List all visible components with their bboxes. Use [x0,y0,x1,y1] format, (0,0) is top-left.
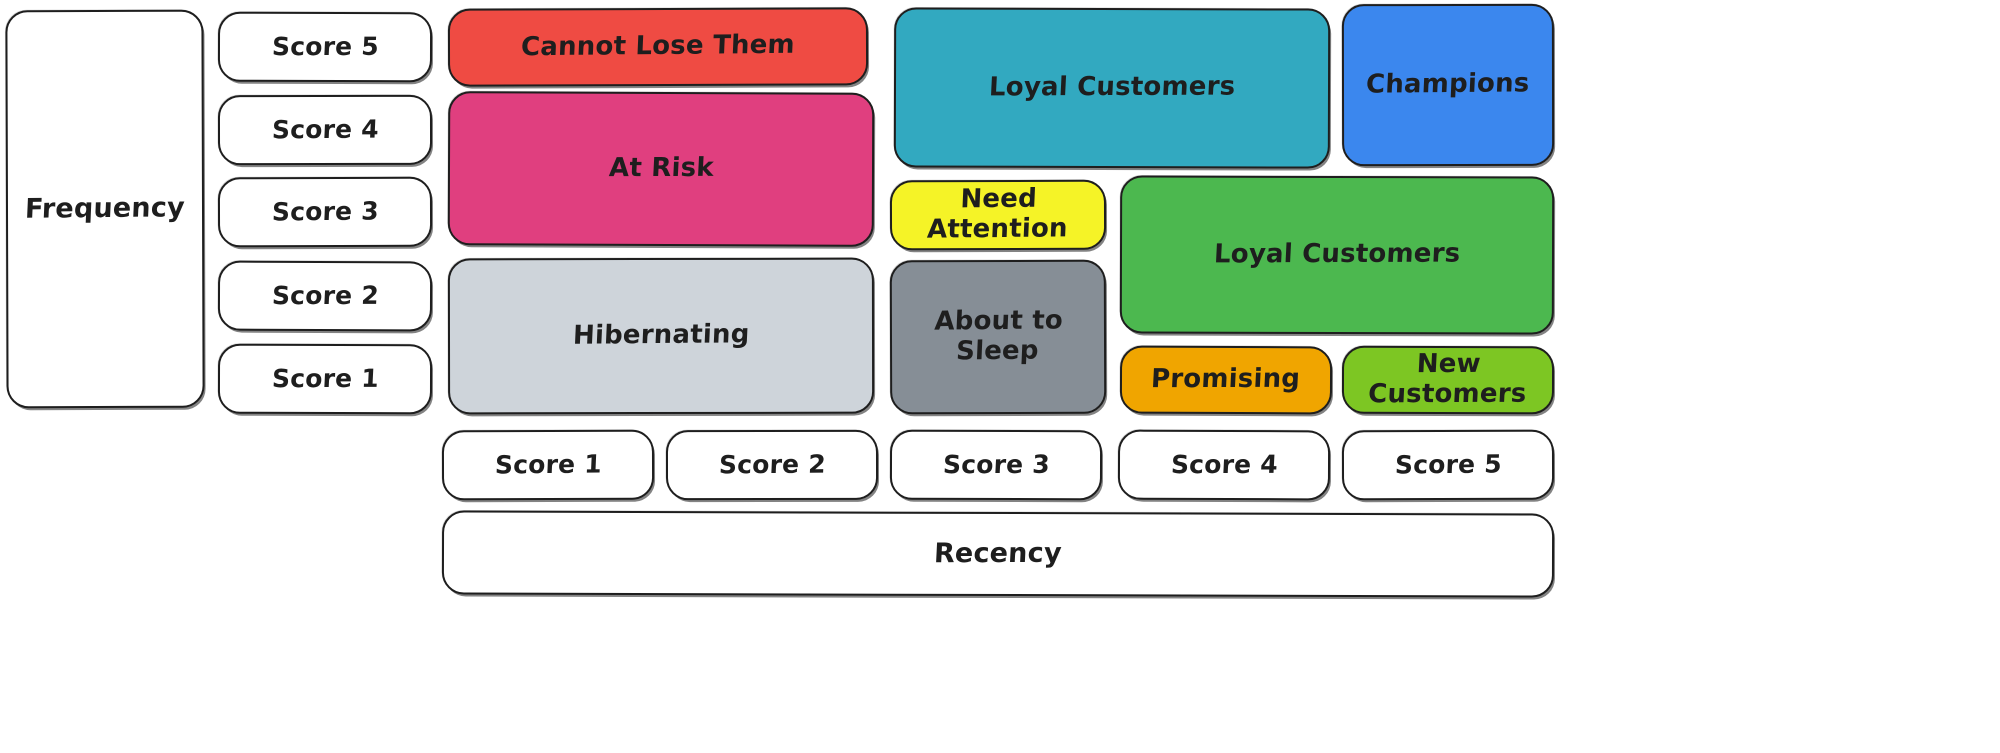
recency-axis-label: Recency [441,510,1555,598]
recency-score-3: Score 3 [889,429,1103,501]
frequency-score-5: Score 5 [217,11,433,83]
recency-axis-text: Recency [933,538,1063,570]
segment-need-attention[interactable]: Need Attention [889,179,1107,251]
recency-score-2-label: Score 2 [717,449,827,480]
recency-score-4: Score 4 [1117,429,1331,501]
segment-cannot-lose-them[interactable]: Cannot Lose Them [447,7,869,87]
segment-champions-label: Champions [1365,68,1531,100]
recency-score-3-label: Score 3 [941,449,1051,479]
segment-about-to-sleep-label: About to Sleep [933,305,1064,367]
segment-need-attention-label: Need Attention [926,183,1069,245]
frequency-axis-text: Frequency [24,192,186,226]
frequency-score-2: Score 2 [217,260,433,332]
segment-hibernating[interactable]: Hibernating [447,257,875,415]
segment-at-risk[interactable]: At Risk [447,91,875,247]
frequency-axis-label: Frequency [5,9,205,409]
segment-new-customers[interactable]: New Customers [1341,345,1555,415]
segment-loyal-customers-green[interactable]: Loyal Customers [1119,175,1555,335]
frequency-score-2-label: Score 2 [270,280,380,310]
segment-about-to-sleep[interactable]: About to Sleep [889,259,1107,415]
recency-score-5-label: Score 5 [1393,449,1503,480]
segment-loyal-customers-green-label: Loyal Customers [1213,238,1461,270]
segment-at-risk-label: At Risk [607,152,715,184]
segment-cannot-lose-them-label: Cannot Lose Them [520,29,796,63]
segment-champions[interactable]: Champions [1341,3,1555,167]
segment-promising-label: Promising [1150,363,1302,395]
segment-loyal-customers-teal-label: Loyal Customers [988,71,1236,103]
frequency-score-4: Score 4 [217,94,433,166]
segment-promising[interactable]: Promising [1119,345,1333,415]
segment-loyal-customers-teal[interactable]: Loyal Customers [893,7,1331,169]
recency-score-1: Score 1 [441,429,655,501]
recency-score-5: Score 5 [1341,429,1555,501]
frequency-score-3-label: Score 3 [270,196,380,227]
frequency-score-4-label: Score 4 [270,114,380,145]
segment-hibernating-label: Hibernating [572,319,750,351]
frequency-score-1-label: Score 1 [270,363,380,393]
recency-score-2: Score 2 [665,429,879,501]
recency-score-4-label: Score 4 [1169,449,1279,479]
frequency-score-3: Score 3 [217,176,433,248]
recency-score-1-label: Score 1 [493,449,603,480]
segment-new-customers-label: New Customers [1367,349,1528,410]
frequency-score-1: Score 1 [217,343,433,415]
frequency-score-5-label: Score 5 [270,31,380,61]
